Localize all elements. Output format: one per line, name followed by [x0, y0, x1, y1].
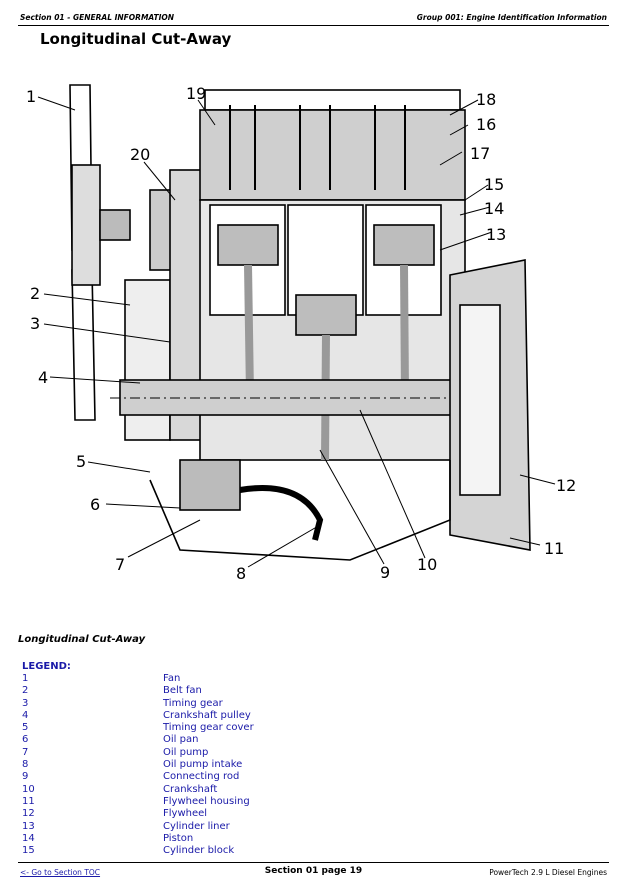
- callout-6: 6: [90, 495, 100, 514]
- page-header: Section 01 - GENERAL INFORMATION Group 0…: [18, 10, 609, 26]
- legend-row: 4 Crankshaft pulley: [22, 710, 442, 722]
- callout-2: 2: [30, 284, 40, 303]
- legend-label: Oil pan: [163, 734, 199, 746]
- legend-num: 6: [22, 734, 29, 746]
- legend-row: 1 Fan: [22, 673, 442, 685]
- legend-num: 4: [22, 709, 29, 721]
- legend-label: Timing gear cover: [163, 722, 254, 734]
- callout-13: 13: [486, 225, 506, 244]
- callout-7: 7: [115, 555, 125, 574]
- legend-num: 12: [22, 808, 35, 820]
- legend-row: 11 Flywheel housing: [22, 796, 442, 808]
- callout-14: 14: [484, 199, 504, 218]
- legend-row: 8 Oil pump intake: [22, 759, 442, 771]
- legend-num: 13: [22, 820, 35, 832]
- legend-row: 2 Belt fan: [22, 685, 442, 697]
- callout-3: 3: [30, 314, 40, 333]
- callout-12: 12: [556, 476, 576, 495]
- legend-row: 9 Connecting rod: [22, 771, 442, 783]
- legend-label: Timing gear: [163, 697, 223, 709]
- callout-4: 4: [38, 368, 48, 387]
- legend-row: 15 Cylinder block: [22, 845, 442, 857]
- legend-label: Flywheel: [163, 808, 208, 820]
- product-name: PowerTech 2.9 L Diesel Engines: [489, 868, 607, 877]
- legend-num: 1: [22, 673, 29, 684]
- legend-row: 6 Oil pan: [22, 734, 442, 746]
- callout-16: 16: [476, 115, 496, 134]
- legend-heading: LEGEND:: [22, 661, 71, 672]
- legend-row: 10 Crankshaft: [22, 784, 442, 796]
- legend-label: Belt fan: [163, 685, 202, 697]
- legend-num: 7: [22, 746, 29, 758]
- toc-link[interactable]: <- Go to Section TOC: [20, 868, 101, 877]
- callout-11: 11: [544, 539, 564, 558]
- callout-20: 20: [130, 145, 150, 164]
- callout-15: 15: [484, 175, 504, 194]
- legend-label: Oil pump intake: [163, 759, 243, 771]
- legend-row: 3 Timing gear: [22, 698, 442, 710]
- legend-num: 14: [22, 832, 35, 844]
- legend-label: Flywheel housing: [163, 795, 250, 807]
- legend-num: 2: [22, 685, 29, 697]
- legend-num: 15: [22, 845, 35, 857]
- legend-label: Connecting rod: [163, 771, 240, 783]
- callout-1: 1: [26, 87, 36, 106]
- callout-19: 19: [186, 84, 206, 103]
- legend-label: Cylinder block: [163, 845, 235, 857]
- legend-label: Crankshaft pulley: [163, 709, 251, 721]
- legend-label: Fan: [163, 673, 181, 684]
- figure-caption: Longitudinal Cut-Away: [18, 634, 146, 645]
- page-title: Longitudinal Cut-Away: [40, 30, 232, 48]
- legend-row: 14 Piston: [22, 833, 442, 845]
- callout-17: 17: [470, 144, 490, 163]
- legend-num: 8: [22, 759, 29, 771]
- legend-row: 13 Cylinder liner: [22, 821, 442, 833]
- legend-num: 3: [22, 697, 29, 709]
- callout-9: 9: [380, 563, 390, 582]
- legend-row: 5 Timing gear cover: [22, 722, 442, 734]
- page-footer: <- Go to Section TOC Section 01 page 19 …: [18, 862, 609, 880]
- callout-5: 5: [76, 452, 86, 471]
- group-title: Group 001: Engine Identification Informa…: [416, 13, 607, 22]
- callout-8: 8: [236, 564, 246, 583]
- legend-num: 5: [22, 722, 29, 734]
- legend-label: Piston: [163, 832, 194, 844]
- section-title: Section 01 - GENERAL INFORMATION: [20, 13, 175, 22]
- legend-label: Crankshaft: [163, 783, 218, 795]
- legend-label: Cylinder liner: [163, 820, 230, 832]
- engine-cutaway-diagram: 1 2 3 4 5 6 7 8 9 10 11 12 13 14 15 16 1…: [26, 84, 576, 583]
- legend-row: 12 Flywheel: [22, 808, 442, 820]
- callout-18: 18: [476, 90, 496, 109]
- legend-num: 11: [22, 795, 35, 807]
- legend-num: 10: [22, 783, 35, 795]
- legend-num: 9: [22, 771, 29, 783]
- callout-10: 10: [417, 555, 437, 574]
- legend-row: 7 Oil pump: [22, 747, 442, 759]
- legend-label: Oil pump: [163, 746, 209, 758]
- page-number: Section 01 page 19: [264, 866, 363, 876]
